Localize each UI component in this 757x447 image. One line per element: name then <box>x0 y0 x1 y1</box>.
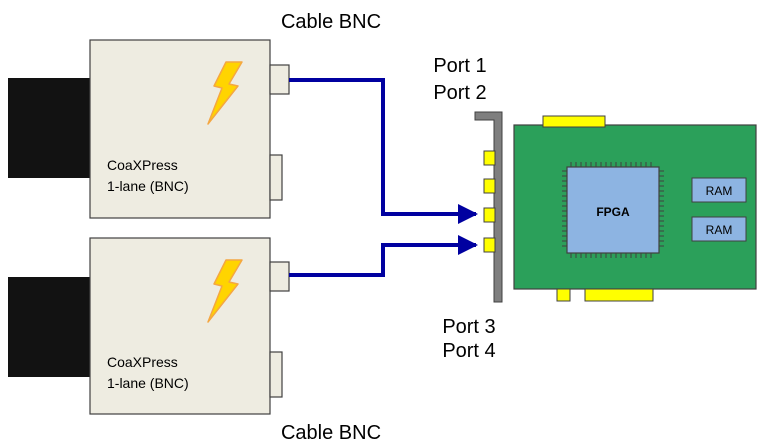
port-4-label: Port 4 <box>442 340 495 362</box>
fpga-label: FPGA <box>596 205 630 219</box>
cable-label-bottom: Cable BNC <box>281 422 381 444</box>
lightning-bolt-icon <box>207 259 243 323</box>
port-2-label: Port 2 <box>433 82 486 104</box>
camera-body <box>89 39 271 219</box>
bnc-port <box>483 150 496 166</box>
cable-top <box>289 78 478 224</box>
edge-connector-small <box>556 288 571 302</box>
bnc-connector <box>269 64 290 95</box>
bnc-port <box>483 207 496 223</box>
camera-bottom: CoaXPress 1-lane (BNC) <box>8 237 290 415</box>
bnc-port <box>483 237 496 253</box>
ram-label: RAM <box>706 184 733 198</box>
bnc-connector <box>269 261 290 292</box>
fpga-pins <box>562 162 664 258</box>
bnc-port <box>483 178 496 194</box>
camera-side-connector <box>269 154 283 201</box>
mounting-bracket <box>474 111 503 303</box>
cable-label-top: Cable BNC <box>281 11 381 33</box>
top-connector <box>542 115 606 128</box>
camera-interface-label: 1-lane (BNC) <box>107 178 189 194</box>
port-3-label: Port 3 <box>442 316 495 338</box>
camera-model-label: CoaXPress <box>107 157 178 173</box>
bnc-ports <box>483 150 496 253</box>
fpga-chip <box>566 166 660 254</box>
camera-lens <box>8 78 92 178</box>
ram-label: RAM <box>706 223 733 237</box>
ram-chip <box>691 216 747 242</box>
camera-model-label: CoaXPress <box>107 354 178 370</box>
edge-connector-large <box>584 288 654 302</box>
camera-side-connector <box>269 351 283 398</box>
camera-top: CoaXPress 1-lane (BNC) <box>8 39 290 219</box>
port-1-label: Port 1 <box>433 55 486 77</box>
camera-body <box>89 237 271 415</box>
frame-grabber-board: FPGA RAM RAM <box>474 111 757 303</box>
ram-chip <box>691 177 747 203</box>
lightning-bolt-icon <box>207 61 243 125</box>
cable-bottom <box>289 235 478 277</box>
camera-interface-label: 1-lane (BNC) <box>107 375 189 391</box>
camera-lens <box>8 277 92 377</box>
